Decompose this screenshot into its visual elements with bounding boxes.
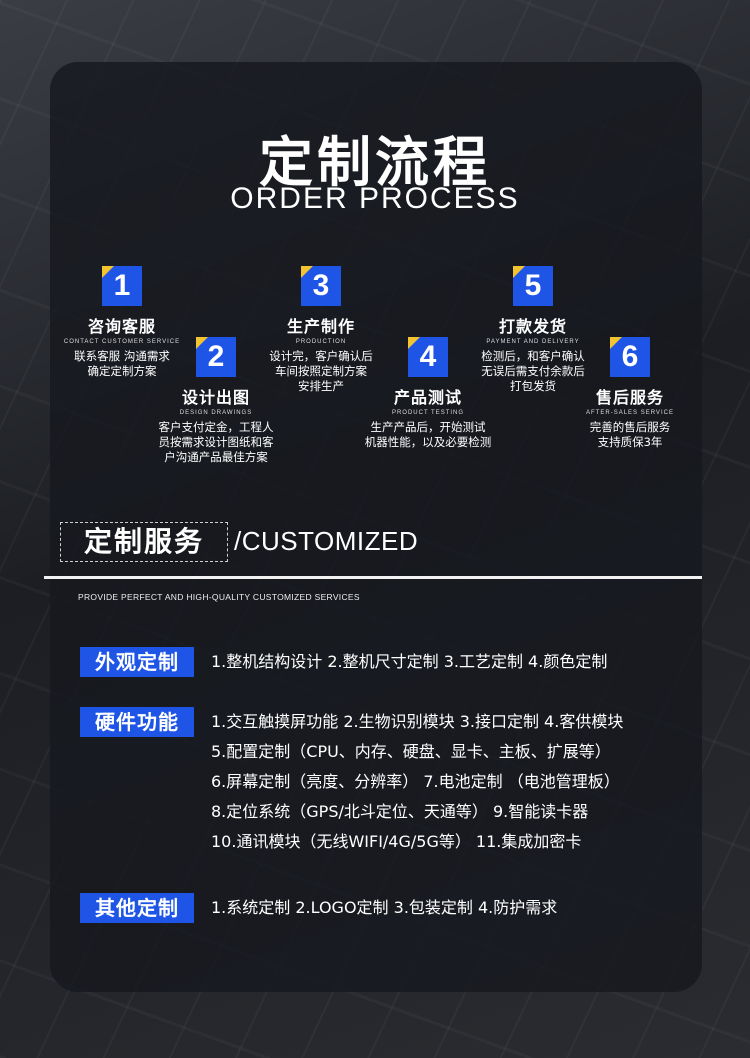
process-step-5: 5 打款发货 PAYMENT AND DELIVERY 检测后，和客户确认无误后… [463,266,603,394]
step-subtitle-en: PRODUCTION [295,339,347,345]
step-number-badge: 2 [196,337,236,377]
step-description: 客户支付定金，工程人员按需求设计图纸和客户沟通产品最佳方案 [158,420,274,464]
process-step-2: 2 设计出图 DESIGN DRAWINGS 客户支付定金，工程人员按需求设计图… [146,337,286,465]
list-item: 6.屏幕定制（亮度、分辨率） 7.电池定制 （电池管理板） [211,772,620,791]
step-number-badge: 3 [301,266,341,306]
step-title: 产品测试 [393,388,462,407]
process-step-3: 3 生产制作 PRODUCTION 设计完，客户确认后车间按照定制方案安排生产 [251,266,391,394]
page-subtitle: ORDER PROCESS [230,182,520,215]
category-label-other: 其他定制 [80,893,194,923]
page-title: 定制流程 [259,131,491,194]
service-subtitle: PROVIDE PERFECT AND HIGH-QUALITY CUSTOMI… [78,592,360,602]
list-item: 8.定位系统（GPS/北斗定位、天通等） 9.智能读卡器 [211,802,589,821]
step-subtitle-en: DESIGN DRAWINGS [179,410,253,416]
category-label-hardware: 硬件功能 [80,707,194,737]
list-item: 10.通讯模块（无线WIFI/4G/5G等） 11.集成加密卡 [211,832,582,851]
content-panel [50,62,702,992]
section-divider [44,576,702,579]
process-step-1: 1 咨询客服 CONTACT CUSTOMER SERVICE 联系客服 沟通需… [52,266,192,379]
list-item: 5.配置定制（CPU、内存、硬盘、显卡、主板、扩展等） [211,742,611,761]
step-title: 售后服务 [595,388,664,407]
step-title: 咨询客服 [87,317,156,336]
category-items-hardware: 1.交互触摸屏功能 2.生物识别模块 3.接口定制 4.客供模块 5.配置定制（… [211,707,706,857]
list-item: 1.交互触摸屏功能 2.生物识别模块 3.接口定制 4.客供模块 [211,712,624,731]
step-number-badge: 6 [610,337,650,377]
step-title: 生产制作 [286,317,355,336]
step-description: 生产产品后，开始测试机器性能，以及必要检测 [364,420,492,449]
step-subtitle-en: AFTER-SALES SERVICE [586,410,674,416]
step-subtitle-en: PRODUCT TESTING [391,410,465,416]
step-title: 打款发货 [498,317,567,336]
category-items-appearance: 1.整机结构设计 2.整机尺寸定制 3.工艺定制 4.颜色定制 [211,647,706,677]
process-step-4: 4 产品测试 PRODUCT TESTING 生产产品后，开始测试机器性能，以及… [358,337,498,450]
step-number-badge: 1 [102,266,142,306]
service-section-title: 定制服务 [60,522,228,562]
step-subtitle-en: CONTACT CUSTOMER SERVICE [63,339,181,345]
step-description: 检测后，和客户确认无误后需支付余款后打包发货 [481,349,585,393]
step-number-badge: 4 [408,337,448,377]
step-number-badge: 5 [513,266,553,306]
category-label-appearance: 外观定制 [80,647,194,677]
list-item: 1.整机结构设计 2.整机尺寸定制 3.工艺定制 4.颜色定制 [211,652,608,671]
step-description: 完善的售后服务支持质保3年 [589,420,671,449]
step-subtitle-en: PAYMENT AND DELIVERY [486,339,580,345]
category-items-other: 1.系统定制 2.LOGO定制 3.包装定制 4.防护需求 [211,893,706,923]
list-item: 1.系统定制 2.LOGO定制 3.包装定制 4.防护需求 [211,898,558,917]
service-section-title-en: /CUSTOMIZED [234,526,419,556]
step-description: 设计完，客户确认后车间按照定制方案安排生产 [269,349,373,393]
process-step-6: 6 售后服务 AFTER-SALES SERVICE 完善的售后服务支持质保3年 [560,337,700,450]
step-description: 联系客服 沟通需求确定定制方案 [74,349,170,378]
step-title: 设计出图 [181,388,250,407]
